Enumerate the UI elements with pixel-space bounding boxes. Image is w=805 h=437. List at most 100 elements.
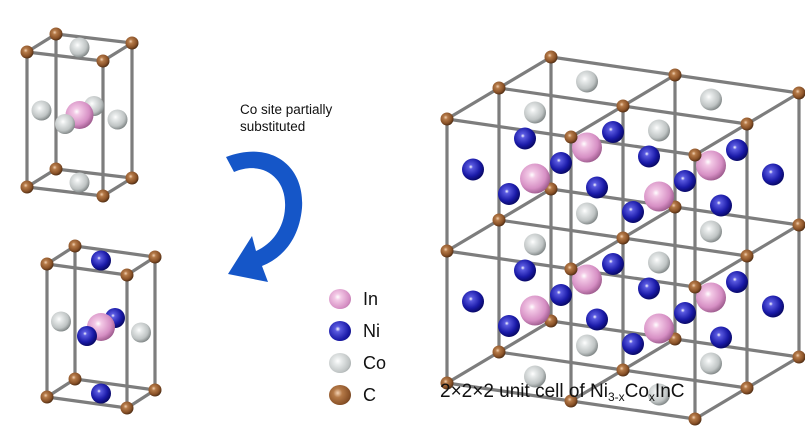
indium-atom — [644, 313, 674, 344]
indium-atom — [572, 264, 602, 295]
carbon-atom — [492, 81, 506, 95]
nickel-atom — [762, 163, 784, 186]
carbon-atom — [492, 213, 506, 227]
formula-rest: InC — [654, 381, 685, 402]
supercell-edge — [569, 399, 697, 421]
supercell-edge — [621, 368, 749, 390]
supercell-edge — [445, 381, 573, 403]
legend-label: In — [363, 288, 379, 309]
formula-co: Co — [624, 381, 649, 402]
carbon-atom — [616, 231, 630, 245]
supercell-edge — [497, 187, 553, 222]
carbon-atom — [440, 376, 454, 390]
nickel-atom — [710, 194, 732, 217]
supercell-edge — [569, 368, 625, 403]
nickel-atom — [710, 326, 732, 349]
carbon-atom — [616, 99, 630, 113]
nickel-atom — [550, 152, 572, 174]
cell1-edge — [25, 185, 105, 198]
nickel-atom — [726, 271, 748, 293]
supercell-edge — [497, 55, 553, 90]
carbon-atom — [125, 171, 139, 185]
cobalt-atom — [700, 352, 722, 375]
carbon-atom — [688, 280, 702, 294]
nickel-atom — [77, 326, 97, 346]
carbon-atom — [49, 27, 63, 41]
supercell-edge — [621, 337, 677, 372]
cobalt-atom — [524, 101, 546, 124]
supercell-edge — [549, 55, 677, 77]
carbon-atom — [20, 45, 34, 59]
carbon-atom — [68, 372, 82, 386]
supercell-edge — [621, 205, 677, 240]
supercell-edge — [693, 254, 749, 289]
cobalt-atom — [648, 251, 670, 274]
indium-atom — [696, 282, 726, 313]
legend-item-in: In — [329, 286, 378, 312]
nickel-atom — [638, 145, 660, 168]
carbon-atom — [792, 86, 805, 100]
carbon-atom — [120, 401, 134, 415]
nickel-atom — [462, 290, 484, 313]
carbon-atom — [792, 350, 805, 364]
atoms — [20, 27, 805, 426]
nickel-atom — [586, 308, 608, 331]
carbon-atom — [688, 148, 702, 162]
cobalt-atom — [107, 109, 128, 130]
carbon-atom — [148, 383, 162, 397]
supercell-edge — [569, 104, 625, 139]
carbon-atom — [564, 262, 578, 276]
supercell-edge — [445, 86, 501, 121]
supercell-edge — [445, 218, 501, 253]
carbon-atom — [20, 180, 34, 194]
carbon-atom — [616, 363, 630, 377]
in-atom-icon — [329, 289, 351, 309]
nickel-atom — [674, 170, 696, 192]
cell2-edge — [45, 262, 129, 277]
carbon-atom — [40, 390, 54, 404]
indium-atom — [520, 295, 550, 326]
supercell-edge — [745, 223, 801, 258]
carbon-atom — [96, 189, 110, 203]
cell2-edge — [73, 244, 157, 259]
cobalt-atom — [700, 88, 722, 111]
carbon-atom — [740, 381, 754, 395]
supercell-edge — [621, 236, 749, 258]
supercell-edge — [745, 355, 801, 390]
nickel-atom — [622, 333, 644, 355]
supercell-edge — [745, 91, 801, 126]
arrow-caption-line1: Co site partially — [240, 102, 333, 117]
cobalt-atom — [69, 37, 90, 58]
cobalt-atom — [576, 202, 598, 225]
nickel-atom — [762, 295, 784, 318]
supercell-edge — [445, 117, 573, 139]
carbon-atom — [49, 162, 63, 176]
legend-label: Co — [363, 352, 387, 373]
cobalt-atom — [131, 322, 151, 343]
caption-prefix: 2×2×2 unit cell of — [440, 381, 590, 402]
arrow-caption-line2: substituted — [240, 119, 306, 134]
carbon-atom — [740, 117, 754, 131]
supercell-caption: 2×2×2 unit cell of Ni3-xCoxInC — [440, 381, 685, 404]
nickel-atom — [462, 158, 484, 181]
nickel-atom — [622, 201, 644, 223]
carbon-atom — [440, 112, 454, 126]
supercell-edge — [673, 73, 801, 95]
indium-atom — [520, 163, 550, 194]
nickel-atom — [602, 121, 624, 143]
cobalt-atom — [69, 172, 90, 193]
cell1-edge — [54, 167, 134, 180]
nickel-atom — [514, 127, 536, 150]
carbon-atom — [440, 244, 454, 258]
legend-item-co: Co — [329, 350, 386, 376]
indium-atom — [696, 150, 726, 181]
cobalt-atom — [648, 119, 670, 142]
supercell-edge — [693, 386, 749, 421]
carbon-atom — [40, 257, 54, 271]
cobalt-atom — [700, 220, 722, 243]
carbon-atom — [120, 268, 134, 282]
carbon-atom — [564, 130, 578, 144]
carbon-atom — [688, 412, 702, 426]
cobalt-atom — [524, 365, 546, 388]
supercell-edge — [497, 350, 625, 372]
